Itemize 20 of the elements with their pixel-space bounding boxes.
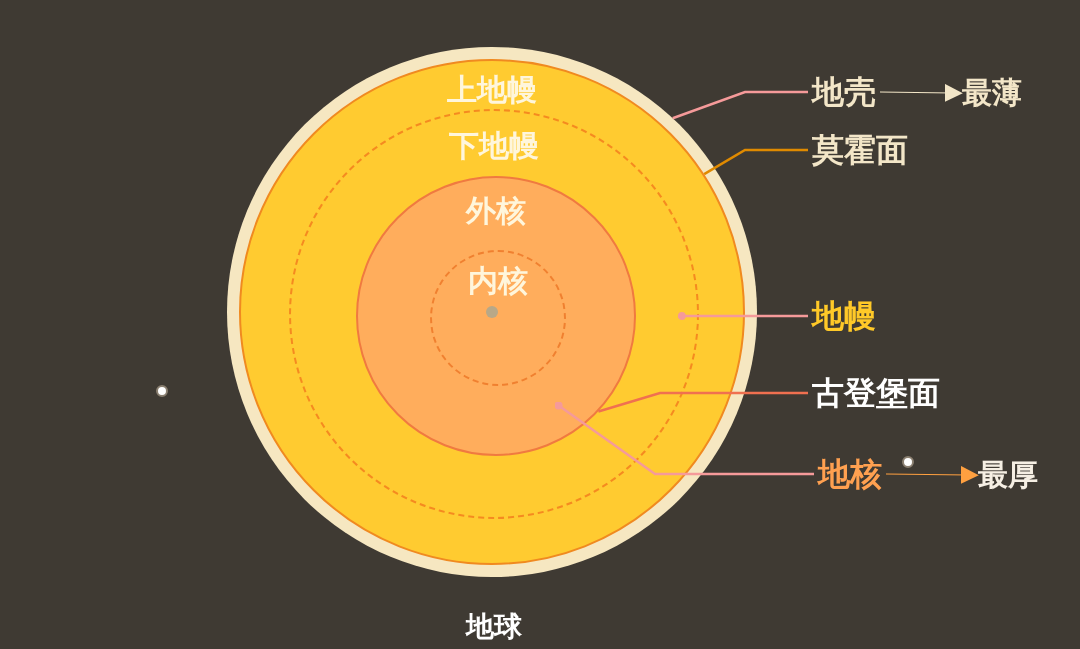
- leader-line: [598, 391, 808, 413]
- layer-label: 古登堡面: [812, 377, 940, 409]
- leader-line: [703, 148, 808, 176]
- arrow: [879, 83, 963, 102]
- layer-label: 上地幔: [447, 75, 537, 105]
- note-label: 最薄: [962, 78, 1022, 108]
- layer-label: 地核: [818, 458, 882, 490]
- layer-label: 莫霍面: [812, 134, 908, 166]
- leader-line: [677, 312, 808, 320]
- layer-label: 外核: [466, 196, 526, 226]
- layer-label: 下地幔: [449, 131, 539, 161]
- arrow: [885, 465, 979, 484]
- leader-line: [672, 90, 808, 120]
- node-label: 地球: [464, 613, 523, 641]
- note-label: 最厚: [978, 460, 1038, 490]
- leader-line: [554, 401, 814, 476]
- layer-label: 内核: [468, 266, 528, 296]
- layer-label: 地幔: [812, 300, 876, 332]
- lower-mantle-zone: [289, 109, 699, 519]
- layer-label: 地壳: [812, 76, 876, 108]
